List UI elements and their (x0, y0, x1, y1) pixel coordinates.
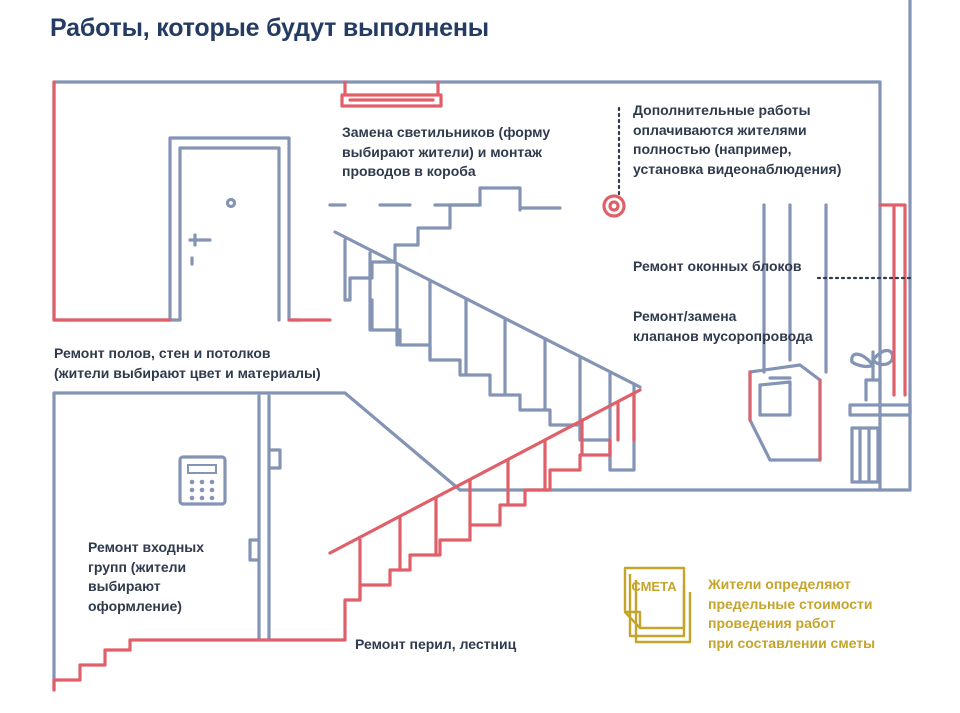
label-estimate-line-4: при составлении сметы (708, 634, 876, 651)
label-entrance-line-3: выбирают (88, 578, 161, 594)
window-frame (762, 203, 828, 374)
label-estimate-line-1: Жители определяют (708, 576, 851, 592)
upper-handrail-posts (343, 238, 612, 472)
entrance-door-frame (248, 394, 282, 642)
door-peephole (225, 197, 237, 209)
page-title: Работы, которые будут выполнены (50, 14, 489, 42)
label-additional-line-2: оплачиваются жителями (633, 121, 807, 138)
label-estimate-line-3: проведения работ (708, 615, 836, 631)
repair-lower-handrail (328, 388, 642, 555)
label-windows-line-1: Ремонт оконных блоков (633, 258, 802, 274)
label-railings-line-1: Ремонт перил, лестниц (355, 636, 517, 652)
label-additional-works: Дополнительные работы оплачиваются жител… (633, 101, 841, 179)
label-lighting-line-3: проводов в короба (342, 163, 476, 179)
estimate-doc-label: СМЕТА (631, 579, 677, 594)
repair-floor-wall-lines (52, 80, 332, 322)
label-floors-line-2: (жители выбирают цвет и материалы) (54, 364, 321, 381)
garbage-chute-icon (748, 363, 822, 462)
upper-handrail (333, 230, 642, 389)
label-additional-line-3: полностью (например, (633, 141, 792, 157)
intercom-keypad-icon (178, 455, 227, 506)
label-entrance-line-1: Ремонт входных (88, 539, 205, 555)
label-floors-line-1: Ремонт полов, стен и потолков (54, 345, 271, 361)
door-handle (188, 233, 212, 247)
estimate-document-icon: СМЕТА (623, 566, 692, 644)
camera-icon (602, 194, 626, 218)
label-entrance: Ремонт входных групп (жители выбирают оф… (88, 538, 204, 616)
plant-icon (850, 349, 895, 402)
label-additional-line-4: установка видеонаблюдения) (633, 160, 842, 177)
label-additional-line-1: Дополнительные работы (633, 102, 811, 118)
label-entrance-line-4: оформление) (88, 597, 182, 614)
label-chute-line-1: Ремонт/замена (633, 308, 737, 324)
door-icon (168, 136, 291, 322)
label-entrance-line-2: групп (жители (88, 558, 187, 575)
radiator-icon (850, 426, 880, 484)
repair-garbage-chute (748, 370, 822, 462)
shelf (848, 403, 912, 417)
label-floors-walls: Ремонт полов, стен и потолков (жители вы… (54, 344, 321, 383)
label-estimate: Жители определяют предельные стоимости п… (708, 575, 875, 653)
label-windows: Ремонт оконных блоков (633, 257, 802, 277)
lower-floor-wall (52, 391, 462, 692)
ceiling-lamp-icon (340, 80, 443, 108)
label-garbage-chute: Ремонт/замена клапанов мусоропровода (633, 307, 813, 346)
label-chute-line-2: клапанов мусоропровода (633, 327, 813, 344)
keypad-buttons (187, 464, 217, 501)
repair-lower-stairs (52, 438, 612, 692)
label-lighting-line-2: выбирают жители) и монтаж (342, 143, 542, 160)
label-lighting-line-1: Замена светильников (форму (342, 124, 551, 140)
repair-right-pipe (878, 203, 907, 397)
upper-landing (328, 203, 562, 210)
label-lighting: Замена светильников (форму выбирают жите… (342, 123, 550, 182)
label-estimate-line-2: предельные стоимости (708, 595, 873, 612)
repair-handrail-posts (358, 393, 636, 602)
label-railings: Ремонт перил, лестниц (355, 635, 516, 655)
